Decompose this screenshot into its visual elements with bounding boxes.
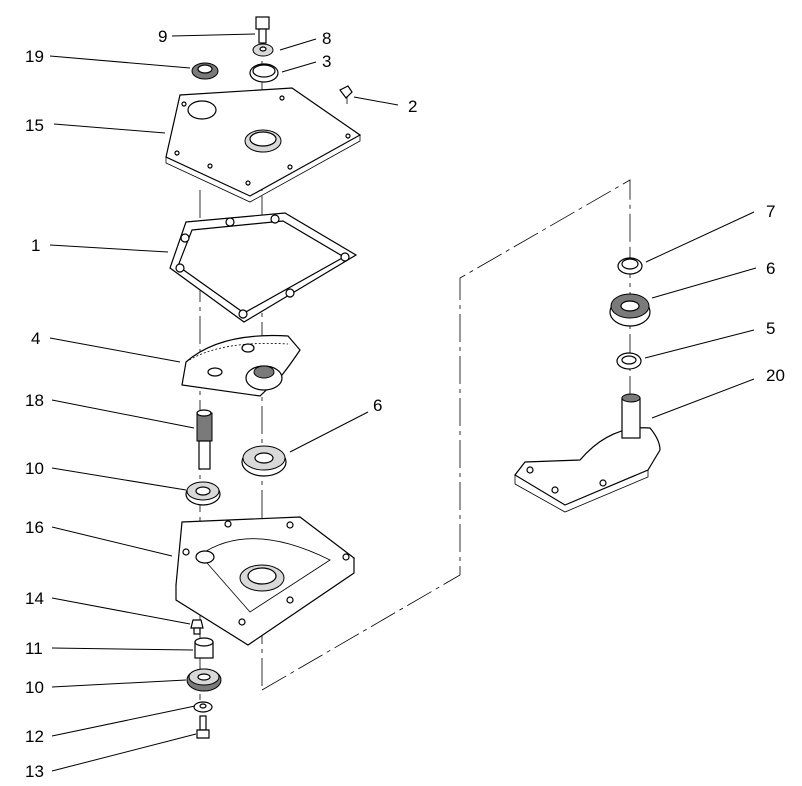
callout-labels: 9 8 3 19 2 15 1 4 18 6 10 16 14 11 10 12…: [25, 27, 785, 781]
callout-10-lower: 10: [25, 678, 44, 697]
leader-lines: [49, 33, 757, 772]
part-1-gasket: [169, 212, 358, 323]
callout-14: 14: [25, 589, 44, 608]
callout-11: 11: [25, 639, 43, 658]
callout-5: 5: [766, 319, 775, 338]
callout-1: 1: [31, 236, 40, 255]
callout-15: 15: [25, 116, 44, 135]
part-3-ring: [249, 63, 279, 83]
part-7-seal: [617, 257, 643, 275]
callout-2: 2: [408, 97, 417, 116]
part-12-washer: [193, 701, 213, 713]
callout-10-upper: 10: [25, 459, 44, 478]
callout-12: 12: [25, 727, 44, 746]
callout-16: 16: [25, 518, 44, 537]
callout-3: 3: [322, 52, 331, 71]
part-18-pinion-shaft: [196, 409, 213, 470]
part-6-bearing-left: [241, 445, 287, 477]
part-10-bearing-upper: [185, 481, 221, 506]
callout-20: 20: [766, 366, 785, 385]
part-20-arm: [514, 393, 661, 513]
callout-18: 18: [25, 391, 44, 410]
callout-6-right: 6: [766, 259, 775, 278]
callout-13: 13: [25, 762, 44, 781]
part-16-gear-housing: [175, 516, 356, 646]
callout-19: 19: [25, 47, 44, 66]
part-6-bearing-right: [609, 293, 651, 327]
part-10-bearing-lower: [186, 668, 222, 692]
callout-6-left: 6: [373, 396, 382, 415]
part-4-sector-gear: [181, 334, 301, 397]
callout-9: 9: [158, 27, 167, 46]
callout-7: 7: [766, 202, 775, 221]
part-5-spacer-ring: [616, 352, 642, 370]
part-9-bolt: [255, 16, 270, 44]
part-14-grease-fitting: [190, 619, 204, 635]
part-15-cover-plate: [165, 87, 362, 203]
part-11-spacer: [194, 637, 214, 659]
part-19-bushing: [191, 62, 219, 80]
callout-8: 8: [322, 29, 331, 48]
part-13-screw: [196, 715, 210, 739]
callout-4: 4: [31, 329, 40, 348]
part-8-washer: [252, 43, 274, 57]
part-2-screw: [339, 85, 353, 104]
